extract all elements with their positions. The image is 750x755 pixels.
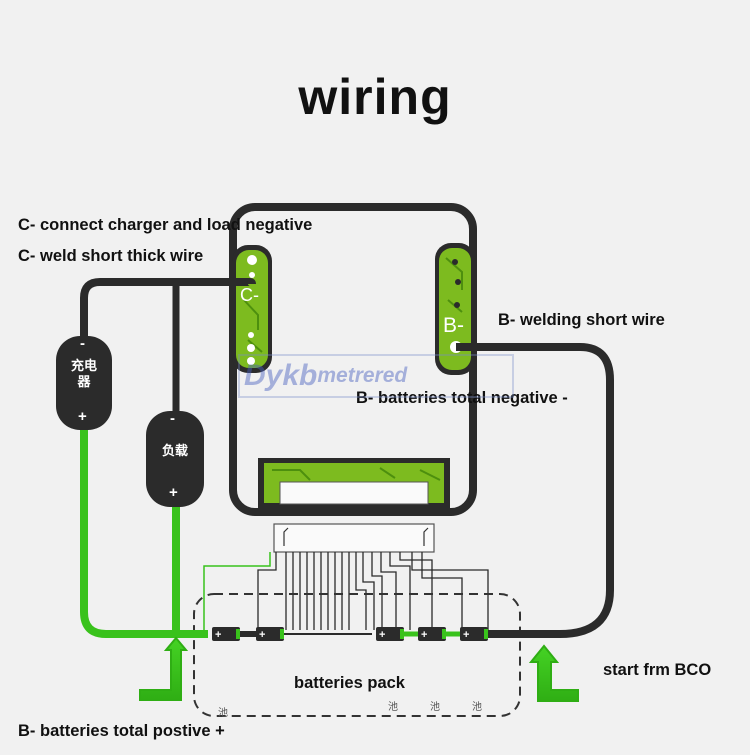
- ribbon-green-wire: [203, 552, 271, 632]
- svg-text:+: +: [379, 629, 385, 641]
- svg-text:池: 池: [430, 700, 440, 713]
- battery-cell-3: [376, 627, 404, 641]
- charger-plus-sign: +: [78, 408, 87, 425]
- svg-text:+: +: [215, 629, 221, 641]
- charger-positive-wire: [80, 420, 208, 638]
- ribbon-plug: [273, 523, 435, 553]
- svg-text:池: 池: [472, 700, 482, 713]
- charger-name: 充电器: [71, 358, 98, 389]
- brand-watermark: Dykb metrered: [238, 354, 514, 398]
- watermark-brand: Dykb: [244, 359, 318, 392]
- svg-text:+: +: [259, 629, 265, 641]
- svg-text:池: 池: [388, 700, 398, 713]
- load-name: 负载: [162, 443, 189, 458]
- load-module: [146, 411, 204, 507]
- b-terminal-label: B-: [443, 314, 464, 337]
- batteries-pack-label: batteries pack: [294, 674, 405, 692]
- positive-start-arrow: [139, 636, 189, 701]
- c-terminal-label: C-: [240, 285, 259, 305]
- b-minus-pad: [435, 243, 475, 375]
- b-minus-wire: [456, 343, 614, 638]
- b-total-negative-label: B- batteries total negative -: [356, 389, 568, 407]
- c-connect-label: C- connect charger and load negative: [18, 216, 313, 234]
- battery-cell-1: [212, 627, 240, 641]
- start-from-label: start frm BCO: [603, 661, 712, 679]
- load-minus-sign: -: [170, 410, 175, 427]
- ribbon-wires: [257, 552, 489, 630]
- battery-cell-5: [460, 627, 488, 641]
- charger-module: [56, 336, 112, 430]
- svg-text:+: +: [421, 629, 427, 641]
- c-minus-to-charger-wire: [80, 278, 256, 340]
- svg-text:+: +: [463, 629, 469, 641]
- bco-start-arrow: [528, 644, 579, 702]
- b-total-positive-label: B- batteries total postive +: [18, 722, 225, 740]
- svg-text:池: 池: [218, 706, 228, 719]
- board-connector: [258, 458, 450, 508]
- charger-minus-sign: -: [80, 335, 85, 352]
- battery-cell-2: [256, 627, 284, 641]
- load-plus-sign: +: [169, 484, 178, 501]
- battery-pack-outline: [193, 593, 521, 717]
- b-weld-label: B- welding short wire: [498, 311, 665, 329]
- battery-cell-4: [418, 627, 446, 641]
- watermark-suffix: metrered: [317, 364, 408, 387]
- c-minus-pad: [232, 245, 272, 373]
- page-title: wiring: [298, 69, 452, 125]
- c-weld-label: C- weld short thick wire: [18, 247, 204, 265]
